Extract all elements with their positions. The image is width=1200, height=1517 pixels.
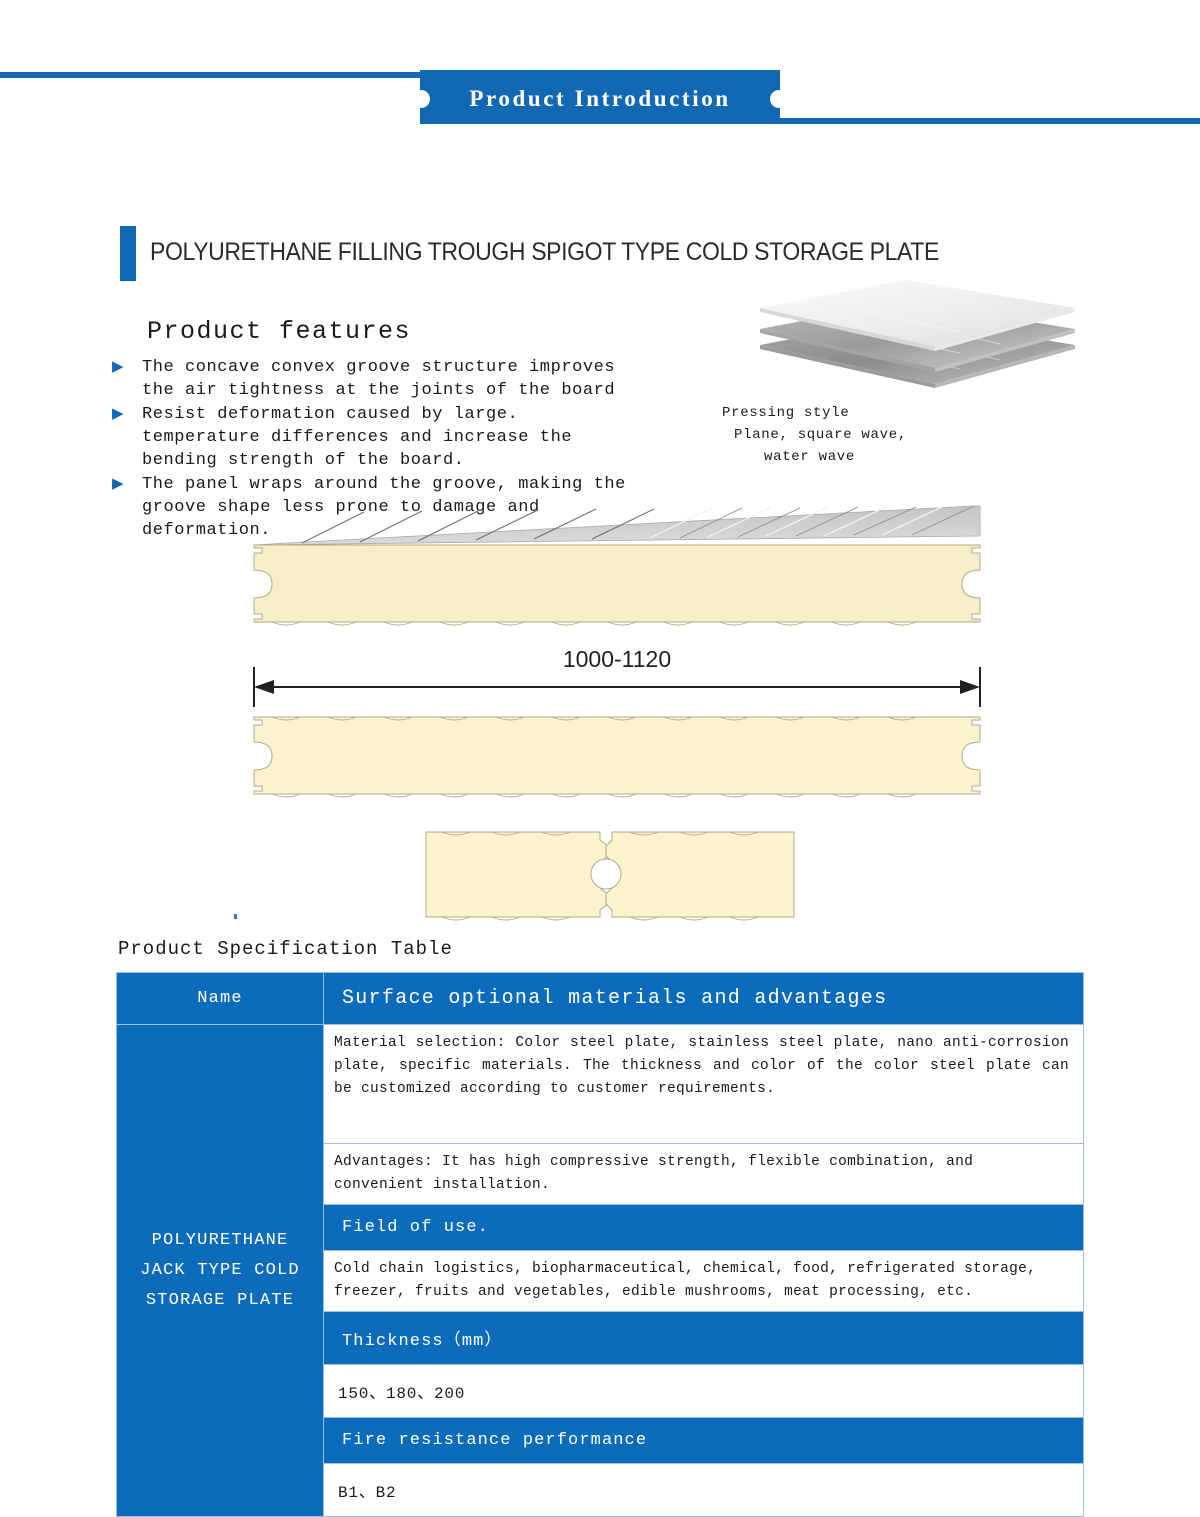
dimension-label: 1000-1120 (563, 646, 671, 672)
table-row: Fire resistance performance (117, 1417, 1084, 1464)
table-row: Advantages: It has high compressive stre… (117, 1143, 1084, 1205)
table-row: B1、B2 (117, 1463, 1084, 1517)
table-row: POLYURETHANE JACK TYPE COLD STORAGE PLAT… (116, 1024, 1084, 1517)
feature-item: ▶ Resist deformation caused by large. te… (112, 403, 732, 472)
table-row: Field of use. (117, 1204, 1084, 1251)
banner-title: Product Introduction (469, 86, 731, 111)
panel-width-dimension-diagram: 1000-1120 (253, 646, 981, 798)
feature-text: Resist deformation caused by large. temp… (142, 405, 573, 470)
spec-row-advantages: Advantages: It has high compressive stre… (323, 1143, 1084, 1205)
panel-rib-lines (301, 508, 655, 544)
feature-text: The concave convex groove structure impr… (142, 358, 616, 400)
arrow-head-left (254, 680, 274, 694)
spec-subheader-field-of-use: Field of use. (323, 1204, 1084, 1251)
pressing-caption-line-2: Plane, square wave, (734, 427, 907, 443)
spec-row-thickness-values: 150、180、200 (323, 1364, 1084, 1418)
product-title: POLYURETHANE FILLING TROUGH SPIGOT TYPE … (150, 238, 939, 266)
column-header-name: Name (116, 972, 324, 1025)
joint-hole-icon (590, 858, 622, 890)
product-specification-table: Name Surface optional materials and adva… (116, 972, 1084, 1517)
bullet-triangle-icon: ▶ (112, 405, 124, 422)
table-header-row: Name Surface optional materials and adva… (116, 972, 1084, 1025)
spec-subheader-thickness: Thickness（mm） (323, 1311, 1084, 1365)
cross-section-scallops (271, 716, 917, 798)
stacked-panels-illustration (760, 280, 1075, 388)
spec-row-fire-resistance-values: B1、B2 (323, 1463, 1084, 1517)
table-row: Cold chain logistics, biopharmaceutical,… (117, 1250, 1084, 1312)
title-accent-bar (120, 226, 136, 281)
feature-item: ▶ The concave convex groove structure im… (112, 356, 732, 402)
spec-subheader-fire-resistance: Fire resistance performance (323, 1417, 1084, 1464)
bullet-triangle-icon: ▶ (112, 358, 124, 375)
product-name-cell: POLYURETHANE JACK TYPE COLD STORAGE PLAT… (116, 1024, 324, 1517)
panel-bottom-scallops (271, 621, 917, 626)
joint-scallops (441, 831, 759, 921)
feature-text: The panel wraps around the groove, makin… (142, 475, 626, 540)
header-notch-left-icon (412, 90, 430, 108)
header-rule-right (778, 118, 1200, 124)
features-heading: Product features (147, 317, 412, 346)
feature-item: ▶ The panel wraps around the groove, mak… (112, 473, 732, 542)
bullet-triangle-icon: ▶ (112, 475, 124, 492)
pressing-style-caption: Pressing style Plane, square wave, water… (712, 402, 962, 468)
table-row: 150、180、200 (117, 1364, 1084, 1418)
stray-mark (234, 914, 237, 919)
header-plate-top-edge (420, 70, 780, 75)
spec-row-material-selection: Material selection: Color steel plate, s… (323, 1024, 1084, 1144)
arrow-head-right (960, 680, 980, 694)
table-row: Thickness（mm） (117, 1311, 1084, 1365)
column-header-surface: Surface optional materials and advantage… (323, 972, 1084, 1025)
spec-row-field-of-use: Cold chain logistics, biopharmaceutical,… (323, 1250, 1084, 1312)
spec-table-caption: Product Specification Table (118, 938, 453, 960)
pressing-caption-line-3: water wave (764, 449, 856, 465)
pressing-caption-line-1: Pressing style (722, 405, 850, 421)
header-notch-right-icon (770, 90, 788, 108)
panel-sheet-top (760, 280, 1075, 351)
header-plate (420, 74, 780, 124)
header-rule-left (0, 72, 422, 78)
panel-joint-detail-diagram (425, 831, 795, 921)
panel-rib-highlights (649, 505, 945, 539)
panel-rib-lines-right (679, 505, 975, 539)
page-header-banner: Product Introduction (0, 0, 1200, 150)
features-list: ▶ The concave convex groove structure im… (112, 356, 732, 543)
panel-3d-diagram (253, 505, 981, 626)
